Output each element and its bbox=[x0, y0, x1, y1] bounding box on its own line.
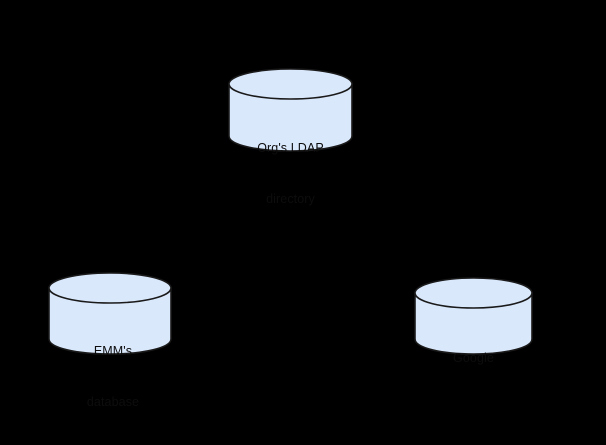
database-node-google[interactable]: Google bbox=[414, 277, 533, 365]
diagram-canvas: Org's LDAP directory EMM's database Goog… bbox=[48, 68, 533, 409]
database-cylinder-icon bbox=[228, 68, 353, 152]
database-cylinder-icon bbox=[48, 272, 172, 355]
database-cylinder-icon bbox=[414, 277, 533, 355]
database-node-emm[interactable]: EMM's database bbox=[48, 272, 172, 409]
label-line-2: database bbox=[86, 395, 140, 409]
database-node-ldap[interactable]: Org's LDAP directory bbox=[228, 68, 353, 206]
label-line-2: directory bbox=[266, 192, 315, 206]
